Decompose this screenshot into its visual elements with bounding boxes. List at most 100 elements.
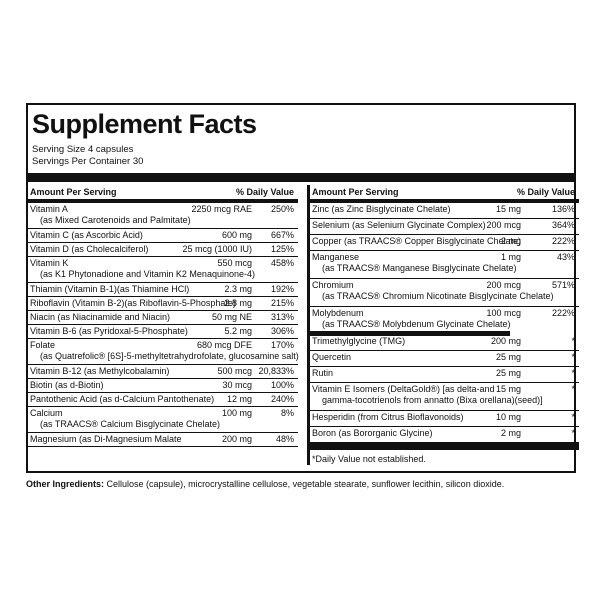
nutrient-amount: 50 mg NE bbox=[211, 312, 252, 322]
nutrient-subtext: (as Mixed Carotenoids and Palmitate) bbox=[40, 215, 191, 225]
other-ingredients: Other Ingredients: Cellulose (capsule), … bbox=[26, 478, 576, 490]
nutrient-subtext: (as TRAACS® Chromium Nicotinate Bisglyci… bbox=[322, 291, 554, 301]
nutrient-amount: 2.8 mg bbox=[224, 298, 252, 308]
nutrient-amount: 2250 mcg RAE bbox=[191, 204, 252, 214]
nutrient-name: Trimethylglycine (TMG) bbox=[312, 336, 406, 346]
nutrient-amount: 2 mg bbox=[500, 428, 521, 438]
other-ingredients-label: Other Ingredients: bbox=[26, 479, 105, 489]
nutrient-name: Niacin (as Niacinamide and Niacin) bbox=[30, 312, 171, 322]
nutrient-row: Vitamin A(as Mixed Carotenoids and Palmi… bbox=[28, 203, 298, 229]
nutrient-row: Vitamin K(as K1 Phytonadione and Vitamin… bbox=[28, 257, 298, 283]
nutrient-row: Hesperidin (from Citrus Bioflavonoids) 10… bbox=[310, 411, 579, 427]
nutrient-subtext: (as Quatrefolic® [6S]-5-methyltetrahydro… bbox=[40, 351, 299, 361]
nutrient-daily-value: * bbox=[571, 336, 575, 346]
daily-value-footnote: *Daily Value not established. bbox=[312, 454, 426, 464]
nutrient-name: Selenium (as Selenium Glycinate Complex) bbox=[312, 220, 486, 230]
nutrient-row: Chromium(as TRAACS® Chromium Nicotinate … bbox=[310, 279, 579, 307]
right-column: Amount Per Serving % Daily Value Zinc (a… bbox=[307, 185, 579, 465]
nutrient-row: Vitamin D (as Cholecalciferol) 25 mcg (10… bbox=[28, 243, 298, 257]
left-rows: Vitamin A(as Mixed Carotenoids and Palmi… bbox=[28, 203, 299, 447]
nutrient-name: Vitamin B-6 (as Pyridoxal-5-Phosphate) bbox=[30, 326, 188, 336]
nutrient-name: Molybdenum bbox=[312, 308, 364, 318]
nutrient-daily-value: 125% bbox=[270, 244, 294, 254]
nutrient-amount: 550 mcg bbox=[217, 258, 252, 268]
nutrient-name: Zinc (as Zinc Bisglycinate Chelate) bbox=[312, 204, 451, 214]
nutrient-amount: 200 mcg bbox=[486, 280, 521, 290]
nutrient-amount: 600 mg bbox=[221, 230, 252, 240]
nutrient-daily-value: 192% bbox=[270, 284, 294, 294]
nutrient-name: Vitamin B-12 (as Methylcobalamin) bbox=[30, 366, 170, 376]
nutrient-amount: 15 mg bbox=[495, 384, 521, 394]
left-header-dv: % Daily Value bbox=[235, 187, 294, 197]
right-header-dv: % Daily Value bbox=[516, 187, 575, 197]
nutrient-daily-value: 240% bbox=[270, 394, 294, 404]
nutrient-name: Vitamin D (as Cholecalciferol) bbox=[30, 244, 149, 254]
nutrient-row: Rutin 25 mg * bbox=[310, 367, 579, 383]
nutrient-daily-value: 8% bbox=[280, 408, 294, 418]
right-rows: Zinc (as Zinc Bisglycinate Chelate) 15 mg… bbox=[310, 203, 579, 443]
nutrient-name: Copper (as TRAACS® Copper Bisglycinate C… bbox=[312, 236, 522, 246]
nutrient-daily-value: 48% bbox=[275, 434, 294, 444]
nutrient-name: Vitamin A bbox=[30, 204, 68, 214]
nutrient-amount: 2 mg bbox=[500, 236, 521, 246]
nutrient-name: Hesperidin (from Citrus Bioflavonoids) bbox=[312, 412, 464, 422]
nutrient-daily-value: 222% bbox=[551, 236, 575, 246]
left-column-header: Amount Per Serving % Daily Value bbox=[28, 185, 298, 199]
nutrient-amount: 15 mg bbox=[495, 204, 521, 214]
nutrient-name: Biotin (as d-Biotin) bbox=[30, 380, 104, 390]
nutrient-daily-value: * bbox=[571, 352, 575, 362]
nutrient-name: Riboflavin (Vitamin B-2)(as Riboflavin-5… bbox=[30, 298, 236, 308]
nutrient-row: Riboflavin (Vitamin B-2)(as Riboflavin-5… bbox=[28, 297, 298, 311]
thick-divider bbox=[28, 173, 574, 182]
nutrient-daily-value: 20,833% bbox=[258, 366, 294, 376]
nutrient-name: Quercetin bbox=[312, 352, 352, 362]
nutrient-subtext: (as TRAACS® Molybdenum Glycinate Chelate… bbox=[322, 319, 511, 329]
nutrient-amount: 12 mg bbox=[226, 394, 252, 404]
left-column: Amount Per Serving % Daily Value Vitamin… bbox=[28, 185, 299, 447]
nutrient-amount: 25 mcg (1000 IU) bbox=[182, 244, 252, 254]
nutrient-daily-value: * bbox=[571, 428, 575, 438]
nutrient-row: Thiamin (Vitamin B-1)(as Thiamine HCl)2.… bbox=[28, 283, 298, 297]
nutrient-daily-value: 170% bbox=[270, 340, 294, 350]
nutrient-amount: 200 mg bbox=[490, 336, 521, 346]
nutrient-row: Vitamin B-12 (as Methylcobalamin)500 mcg… bbox=[28, 365, 298, 379]
nutrient-name: Chromium bbox=[312, 280, 354, 290]
nutrient-subtext: (as TRAACS® Calcium Bisglycinate Chelate… bbox=[40, 419, 221, 429]
right-column-header: Amount Per Serving % Daily Value bbox=[310, 185, 579, 199]
nutrient-name: Rutin bbox=[312, 368, 334, 378]
nutrient-daily-value: 250% bbox=[270, 204, 294, 214]
supplement-facts-panel: Supplement Facts Serving Size 4 capsules… bbox=[26, 103, 579, 473]
nutrient-row: Pantothenic Acid (as d-Calcium Pantothen… bbox=[28, 393, 298, 407]
nutrient-amount: 5.2 mg bbox=[224, 326, 252, 336]
nutrient-row: Calcium(as TRAACS® Calcium Bisglycinate … bbox=[28, 407, 298, 433]
right-footer-rule bbox=[310, 443, 579, 450]
nutrient-amount: 10 mg bbox=[495, 412, 521, 422]
serving-size: Serving Size 4 capsules bbox=[32, 144, 134, 155]
nutrient-subtext: gamma-tocotrienols from annatto (Bixa or… bbox=[322, 395, 543, 405]
nutrient-daily-value: 306% bbox=[270, 326, 294, 336]
nutrient-amount: 200 mcg bbox=[486, 220, 521, 230]
nutrient-amount: 1 mg bbox=[500, 252, 521, 262]
nutrient-row: Manganese(as TRAACS® Manganese Bisglycin… bbox=[310, 251, 579, 279]
nutrient-name: Thiamin (Vitamin B-1)(as Thiamine HCl) bbox=[30, 284, 190, 294]
nutrient-daily-value: 136% bbox=[551, 204, 575, 214]
nutrient-daily-value: * bbox=[571, 384, 575, 394]
left-header-amount: Amount Per Serving bbox=[30, 187, 117, 197]
nutrient-name: Boron (as Bororganic Glycine) bbox=[312, 428, 433, 438]
nutrient-amount: 100 mg bbox=[221, 408, 252, 418]
nutrient-row: Selenium (as Selenium Glycinate Complex)… bbox=[310, 219, 579, 235]
other-ingredients-text: Cellulose (capsule), microcrystalline ce… bbox=[106, 479, 505, 489]
nutrient-daily-value: * bbox=[571, 368, 575, 378]
redaction-mark bbox=[310, 331, 510, 336]
nutrient-amount: 25 mg bbox=[495, 368, 521, 378]
nutrient-daily-value: 43% bbox=[556, 252, 575, 262]
nutrient-name: Folate bbox=[30, 340, 56, 350]
nutrient-daily-value: 667% bbox=[270, 230, 294, 240]
nutrient-name: Calcium bbox=[30, 408, 63, 418]
nutrient-row: Vitamin B-6 (as Pyridoxal-5-Phosphate) 5.… bbox=[28, 325, 298, 339]
nutrient-name: Pantothenic Acid (as d-Calcium Pantothen… bbox=[30, 394, 215, 404]
